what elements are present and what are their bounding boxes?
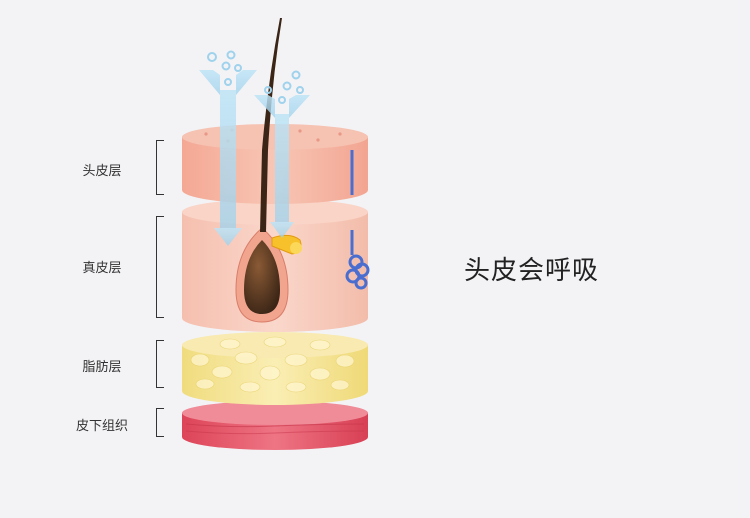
label-subcutaneous-layer: 皮下组织 [75, 419, 128, 434]
blood-vessel [345, 230, 370, 290]
headline-scalp-breathes: 头皮会呼吸 [464, 256, 600, 286]
label-scalp-layer: 头皮层 [82, 164, 122, 179]
fat-disc [182, 332, 368, 405]
bracket-fat-layer [156, 340, 164, 388]
bracket-dermis-layer [156, 216, 164, 318]
label-dermis-layer: 真皮层 [82, 261, 122, 276]
bracket-subcutaneous-layer [156, 408, 164, 437]
hair-shaft [260, 18, 282, 232]
subcutaneous-disc [182, 401, 368, 450]
sebaceous-gland [271, 234, 302, 255]
air-bubbles [207, 50, 304, 104]
label-fat-layer: 脂肪层 [82, 360, 122, 375]
air-arrow-right [254, 95, 310, 238]
bracket-scalp-layer [156, 140, 164, 195]
air-arrow-left [199, 70, 257, 246]
hair-follicle [235, 227, 289, 323]
